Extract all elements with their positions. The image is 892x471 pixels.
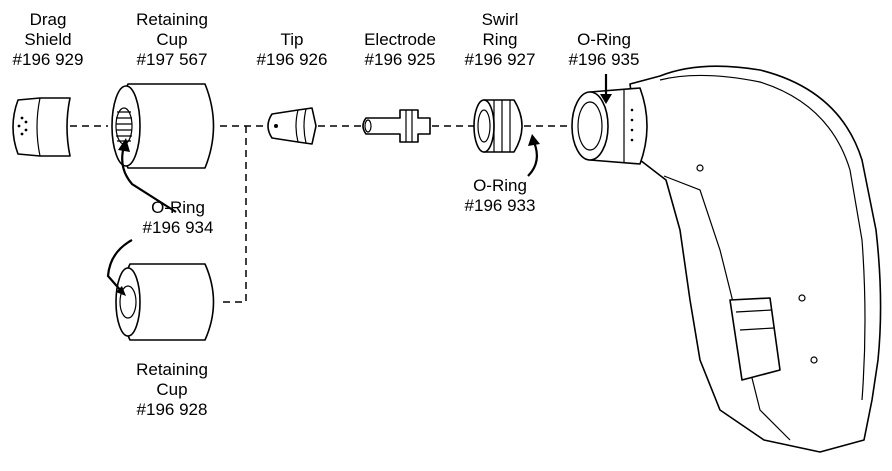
retaining-cup-top-part [111, 83, 215, 169]
electrode-part [362, 109, 431, 143]
label-electrode: Electrode #196 925 [364, 30, 436, 69]
label-oring-swirl: O-Ring #196 933 [464, 176, 536, 215]
label-retaining-cup-top: Retaining Cup #197 567 [136, 10, 208, 69]
label-tip: Tip #196 926 [256, 30, 328, 69]
retaining-cup-bottom-part [115, 263, 215, 341]
label-oring-cup: O-Ring #196 934 [142, 198, 214, 237]
swirl-ring-part [473, 99, 523, 153]
assembly-centerlines [70, 125, 572, 303]
label-swirl-ring: Swirl Ring #196 927 [464, 10, 536, 69]
drag-shield-part [12, 97, 71, 157]
label-oring-torch: O-Ring #196 935 [568, 30, 640, 69]
label-retaining-cup-bottom: Retaining Cup #196 928 [136, 360, 208, 419]
torch-body-part [571, 65, 882, 453]
label-drag-shield: Drag Shield #196 929 [12, 10, 84, 69]
tip-part [267, 107, 317, 145]
leader-arrows [106, 74, 612, 296]
